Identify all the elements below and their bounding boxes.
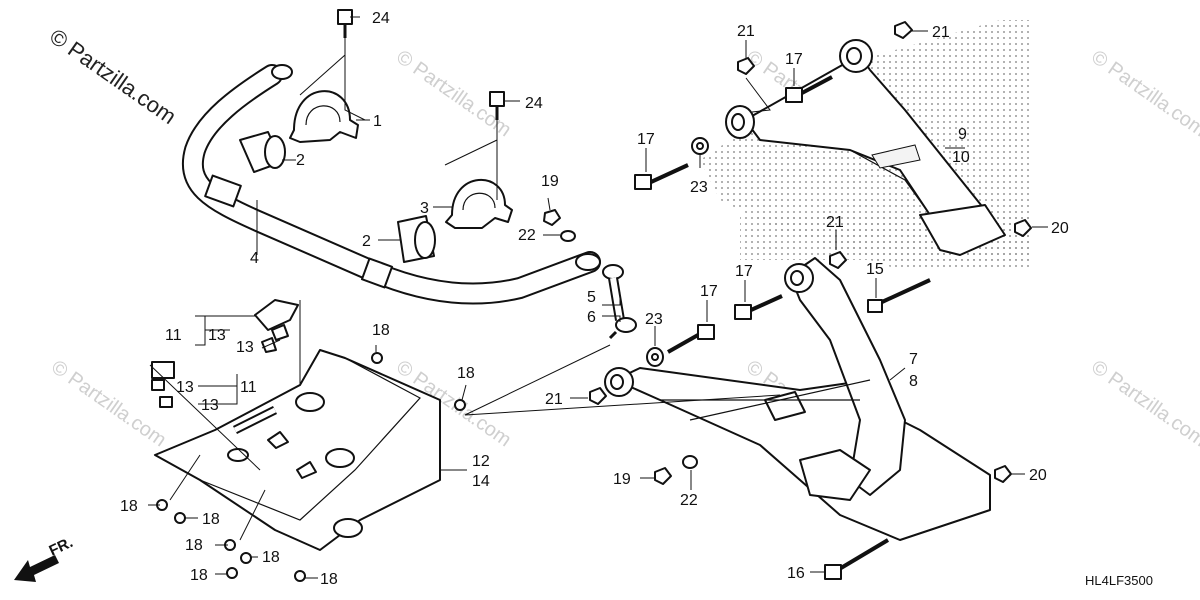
- callout-7: 7: [909, 351, 918, 368]
- callout-18: 18: [202, 511, 220, 528]
- bolt-15: [867, 278, 931, 313]
- callout-17: 17: [735, 263, 753, 280]
- callout-2: 2: [296, 152, 305, 169]
- callout-15: 15: [866, 261, 884, 278]
- lower-arm: [604, 257, 991, 541]
- callout-11: 11: [165, 327, 182, 344]
- callout-14: 14: [472, 473, 490, 490]
- upper-arm: [725, 39, 1006, 256]
- callout-11: 11: [240, 379, 257, 396]
- washer-23-upper: [691, 137, 709, 155]
- callout-8: 8: [909, 373, 918, 390]
- callout-18: 18: [320, 571, 338, 588]
- callout-24: 24: [372, 10, 390, 27]
- callout-21: 21: [737, 23, 755, 40]
- diagram-code: HL4LF3500: [1085, 573, 1153, 588]
- callout-21: 21: [932, 24, 950, 41]
- callout-13: 13: [236, 339, 254, 356]
- stabilizer-bar: [181, 64, 601, 305]
- callout-22: 22: [518, 227, 536, 244]
- callout-19: 19: [541, 173, 559, 190]
- watermark-text: © Partzilla.com: [1087, 356, 1200, 451]
- watermark-main: © Partzilla.com: [45, 24, 181, 130]
- front-label: FR.: [47, 534, 76, 560]
- callout-4: 4: [250, 250, 259, 267]
- holder-upper: [289, 90, 359, 143]
- callout-13: 13: [176, 379, 194, 396]
- callout-9: 9: [958, 126, 967, 143]
- callout-20: 20: [1029, 467, 1047, 484]
- bolt-17-d: [667, 324, 715, 354]
- nut-21-d: [589, 387, 607, 405]
- callout-10: 10: [952, 149, 970, 166]
- callout-18: 18: [372, 322, 390, 339]
- callout-21: 21: [545, 391, 563, 408]
- callout-2: 2: [362, 233, 371, 250]
- washer-22-lower: [682, 455, 698, 469]
- callout-1: 1: [373, 113, 382, 130]
- bolt-17-b: [785, 75, 833, 103]
- callout-18: 18: [120, 498, 138, 515]
- callout-17: 17: [785, 51, 803, 68]
- callout-5: 5: [587, 289, 596, 306]
- washer-22-upper: [560, 230, 576, 242]
- link-rod: [602, 264, 637, 340]
- clip-upper: [254, 299, 299, 353]
- callout-23: 23: [645, 311, 663, 328]
- callout-13: 13: [201, 397, 219, 414]
- clip-lower: [151, 361, 175, 408]
- leader-lines: [148, 16, 1048, 579]
- callout-3: 3: [420, 200, 429, 217]
- nut-20-lower: [994, 465, 1012, 483]
- nut-20-upper: [1014, 219, 1032, 237]
- callout-18: 18: [457, 365, 475, 382]
- callout-21: 21: [826, 214, 844, 231]
- bolt-16: [824, 538, 890, 580]
- bolt-17-a: [634, 163, 689, 190]
- nut-21-b: [894, 21, 913, 39]
- callout-24: 24: [525, 95, 543, 112]
- skid-plate: [153, 349, 441, 551]
- washer-23-lower: [646, 347, 664, 367]
- callout-18: 18: [262, 549, 280, 566]
- nut-19-lower: [654, 467, 672, 485]
- callout-16: 16: [787, 565, 805, 582]
- bolts-18: [156, 352, 466, 582]
- callout-18: 18: [190, 567, 208, 584]
- callout-13: 13: [208, 327, 226, 344]
- bushing-lower: [397, 215, 436, 263]
- holder-lower: [445, 179, 513, 229]
- callout-17: 17: [637, 131, 655, 148]
- callout-20: 20: [1051, 220, 1069, 237]
- callout-19: 19: [613, 471, 631, 488]
- callout-22: 22: [680, 492, 698, 509]
- callout-18: 18: [185, 537, 203, 554]
- bolt-24-lower: [489, 91, 505, 120]
- nut-21-a: [737, 57, 755, 75]
- callout-17: 17: [700, 283, 718, 300]
- bolt-17-c: [734, 294, 783, 320]
- bushing-upper: [239, 131, 286, 173]
- bolt-24-upper: [337, 9, 353, 38]
- watermark-text: © Partzilla.com: [1087, 46, 1200, 141]
- nut-21-c: [829, 251, 847, 269]
- front-arrow-icon: FR.: [14, 534, 76, 582]
- callout-12: 12: [472, 453, 490, 470]
- callout-6: 6: [587, 309, 596, 326]
- callouts: 24 1 2 24 3 2 4 19 22 5 6 21 21 17 17 23…: [120, 10, 1069, 588]
- nut-19-upper: [543, 209, 561, 226]
- callout-23: 23: [690, 179, 708, 196]
